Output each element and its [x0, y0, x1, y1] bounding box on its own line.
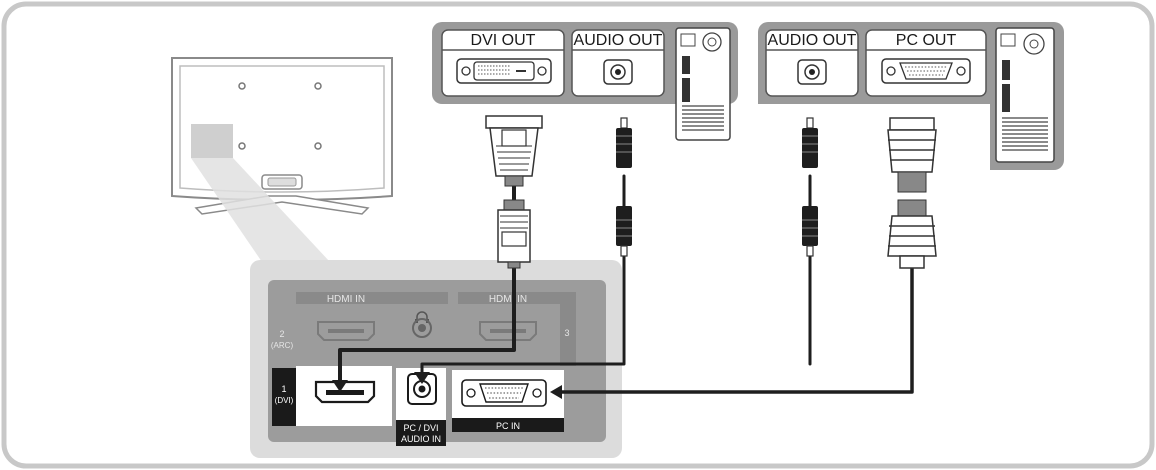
hdmi1-number: 1 — [281, 384, 286, 394]
dvi-plug-top — [485, 115, 543, 187]
zoom-callout — [191, 158, 330, 262]
tv-back-view — [171, 57, 393, 215]
pc-out-label: PC OUT — [896, 32, 957, 49]
headphone-jack — [412, 311, 432, 338]
cables — [338, 174, 914, 394]
pc-tower-icon — [995, 27, 1055, 163]
pc-panel-vga: AUDIO OUT PC OUT — [758, 22, 1064, 174]
dvi-out-port — [456, 58, 552, 84]
audio-out-label-left: AUDIO OUT — [574, 32, 663, 49]
hdmi1-label-bar — [272, 368, 296, 426]
audio-plug-left-top — [616, 117, 632, 168]
audio-in-label-line1: PC / DVI — [403, 423, 438, 433]
hdmi2-number: 2 — [279, 329, 284, 339]
audio-out-port-right — [797, 59, 827, 85]
hdmi-in-label-right: HDMI IN — [489, 294, 527, 305]
pc-out-port — [881, 58, 971, 84]
vga-plug-top — [887, 117, 937, 193]
audio-plug-right-bottom — [802, 206, 818, 257]
audio-cable-left — [420, 174, 626, 378]
hdmi-in-label-left: HDMI IN — [327, 294, 365, 305]
audio-plug-left-bottom — [616, 206, 632, 257]
dvi-hdmi-cable — [338, 184, 516, 384]
vga-cable — [558, 264, 914, 394]
pc-panel-dvi: DVI OUT AUDIO OUT — [432, 22, 738, 141]
arrow-to-hdmi1 — [332, 380, 348, 392]
audio-in-label-line2: AUDIO IN — [401, 434, 441, 444]
hdmi1-sub: (DVI) — [275, 396, 294, 405]
hdmi3-port — [479, 321, 537, 341]
pc-tower-icon — [675, 27, 731, 141]
tv-connector-area — [191, 124, 233, 158]
hdmi2-port — [317, 321, 375, 341]
pc-in-port — [461, 379, 547, 407]
hdmi1-port — [314, 380, 376, 404]
arrow-to-pc-in — [550, 385, 562, 399]
audio-plug-right-top — [802, 117, 818, 168]
pc-in-label-bar — [452, 418, 564, 432]
audio-out-port-left — [603, 59, 633, 85]
audio-out-label-right: AUDIO OUT — [768, 32, 857, 49]
pc-in-label: PC IN — [496, 421, 520, 431]
hdmi3-number: 3 — [564, 328, 569, 338]
arrow-to-audio-in — [414, 372, 430, 384]
vga-plug-bottom — [887, 199, 937, 269]
dvi-out-label: DVI OUT — [471, 32, 536, 49]
hdmi2-sub: (ARC) — [271, 341, 294, 350]
hdmi-plug — [497, 199, 531, 269]
tv-connector-panel: HDMI IN HDMI IN 2 (ARC) 3 1 (DVI) — [250, 260, 622, 458]
audio-in-label-bar — [396, 420, 446, 446]
